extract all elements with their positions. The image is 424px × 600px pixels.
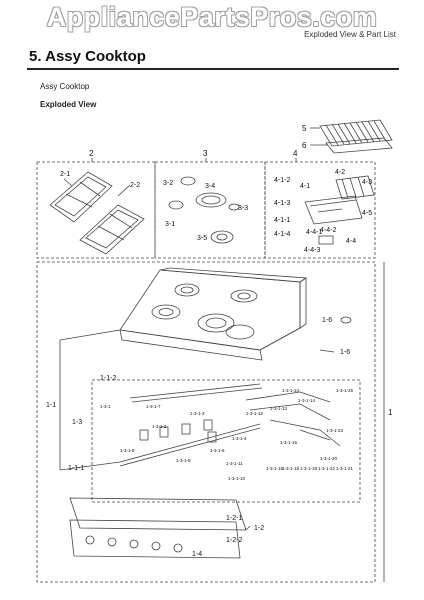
callout-1-3-1-3: 1-3-1-3 <box>190 411 205 416</box>
callout-1-3-1-6: 1-3-1-6 <box>210 448 225 453</box>
callout-1-3-1-25: 1-3-1-25 <box>336 388 354 393</box>
callout-1-2-2: 1-2-2 <box>226 537 242 544</box>
gas-manifold <box>119 423 261 463</box>
griddle-rack-part <box>335 175 375 200</box>
callout-5: 5 <box>302 124 307 133</box>
watermark-logo: AppliancePartsPros.com <box>46 2 378 32</box>
callout-1-6b: 1-6 <box>340 349 350 356</box>
callout-4-1-3: 4-1-3 <box>274 200 290 207</box>
callout-2: 2 <box>89 149 94 158</box>
callout-1-1-1: 1-1-1 <box>68 465 84 472</box>
section-label: Exploded View <box>40 100 97 109</box>
callout-4-4: 4-4 <box>346 238 356 245</box>
control-knob <box>173 543 183 553</box>
burner-cap-small <box>180 176 196 186</box>
group-3-box <box>154 161 266 259</box>
callout-4: 4 <box>293 149 298 158</box>
callout-2-2: 2-2 <box>130 182 140 189</box>
callout-1-2: 1-2 <box>254 525 264 532</box>
callout-1-3-1-9: 1-3-1-9 <box>120 448 135 453</box>
subtitle: Assy Cooktop <box>40 82 90 91</box>
callout-4-4-1: 4-4-1 <box>306 229 322 236</box>
oven-rack-part <box>319 119 393 154</box>
screw-part <box>319 349 335 353</box>
callout-1: 1 <box>388 408 393 417</box>
callout-1-4: 1-4 <box>192 551 202 558</box>
callout-3: 3 <box>203 149 208 158</box>
callout-1-3-1: 1-3-1 <box>100 404 111 409</box>
callout-1-3-1-23: 1-3-1-23 <box>326 428 344 433</box>
callout-1-3-1-14: 1-3-1-14 <box>298 398 316 403</box>
page-title: 5. Assy Cooktop <box>29 48 146 65</box>
callout-1-3-1-24: 1-3-1-24 <box>282 388 300 393</box>
cooktop-top-panel <box>119 267 308 361</box>
callout-1-3-1-10: 1-3-1-10 <box>228 476 246 481</box>
control-knob <box>85 535 95 545</box>
callout-1-3-1-19: 1-3-1-19 <box>300 466 318 471</box>
callout-1-3-1-8: 1-3-1-8 <box>176 458 191 463</box>
burner-cap-oval <box>195 192 227 208</box>
knob-cap <box>340 316 352 324</box>
callout-3-3: 3-3 <box>238 205 248 212</box>
burner-grate-left <box>49 171 113 223</box>
griddle-bracket <box>318 235 334 245</box>
callout-1-3-1-2: 1-3-1-2 <box>152 424 167 429</box>
callout-2-1: 2-1 <box>60 171 70 178</box>
callout-1-1: 1-1 <box>46 402 56 409</box>
callout-4-4-3: 4-4-3 <box>304 247 320 254</box>
callout-1-3-1-18: 1-3-1-18 <box>282 466 300 471</box>
callout-4-5: 4-5 <box>362 210 372 217</box>
callout-4-4-2: 4-4-2 <box>320 227 336 234</box>
burner-head-small <box>228 203 240 211</box>
callout-1-3-1-15: 1-3-1-15 <box>280 440 298 445</box>
callout-1-3-1-4: 1-3-1-4 <box>232 436 247 441</box>
callout-3-2: 3-2 <box>163 180 173 187</box>
group-2-box <box>36 161 156 259</box>
callout-3-5: 3-5 <box>197 235 207 242</box>
callout-3-1: 3-1 <box>165 221 175 228</box>
callout-3-4: 3-4 <box>205 183 215 190</box>
callout-1-3-1-12: 1-3-1-12 <box>246 411 264 416</box>
burner-cap-round <box>168 200 184 210</box>
burner-head-large <box>210 230 234 244</box>
callout-1-3-1-22: 1-3-1-22 <box>318 466 336 471</box>
callout-4-1-2: 4-1-2 <box>274 177 290 184</box>
group-1-box <box>36 261 376 583</box>
callout-1-3-1-13: 1-3-1-13 <box>270 406 288 411</box>
callout-1-2-1: 1-2-1 <box>226 515 242 522</box>
callout-4-1-1: 4-1-1 <box>274 217 290 224</box>
control-knob <box>129 539 139 549</box>
griddle-part <box>304 195 363 225</box>
callout-1-3: 1-3 <box>72 419 82 426</box>
page-header: Exploded View & Part List <box>304 30 396 39</box>
callout-4-3: 4-3 <box>362 179 372 186</box>
burner-grate-right <box>79 204 145 255</box>
control-knob <box>107 537 117 547</box>
callout-4-1: 4-1 <box>300 183 310 190</box>
callout-1-6: 1-6 <box>322 317 332 324</box>
group-4-box <box>264 161 376 259</box>
control-knob <box>151 541 161 551</box>
callout-1-3-1-11: 1-3-1-11 <box>226 461 243 466</box>
callout-1-1-2: 1-1-2 <box>100 375 116 382</box>
title-divider <box>27 68 399 70</box>
callout-1-3-1-21: 1-3-1-21 <box>336 466 354 471</box>
callout-6: 6 <box>302 141 307 150</box>
callout-4-1-4: 4-1-4 <box>274 231 290 238</box>
callout-4-2: 4-2 <box>335 169 345 176</box>
callout-1-3-1-20: 1-3-1-20 <box>320 456 338 461</box>
callout-1-3-1-7: 1-3-1-7 <box>146 404 161 409</box>
callout-1-3-1-16: 1-3-1-16 <box>266 466 284 471</box>
